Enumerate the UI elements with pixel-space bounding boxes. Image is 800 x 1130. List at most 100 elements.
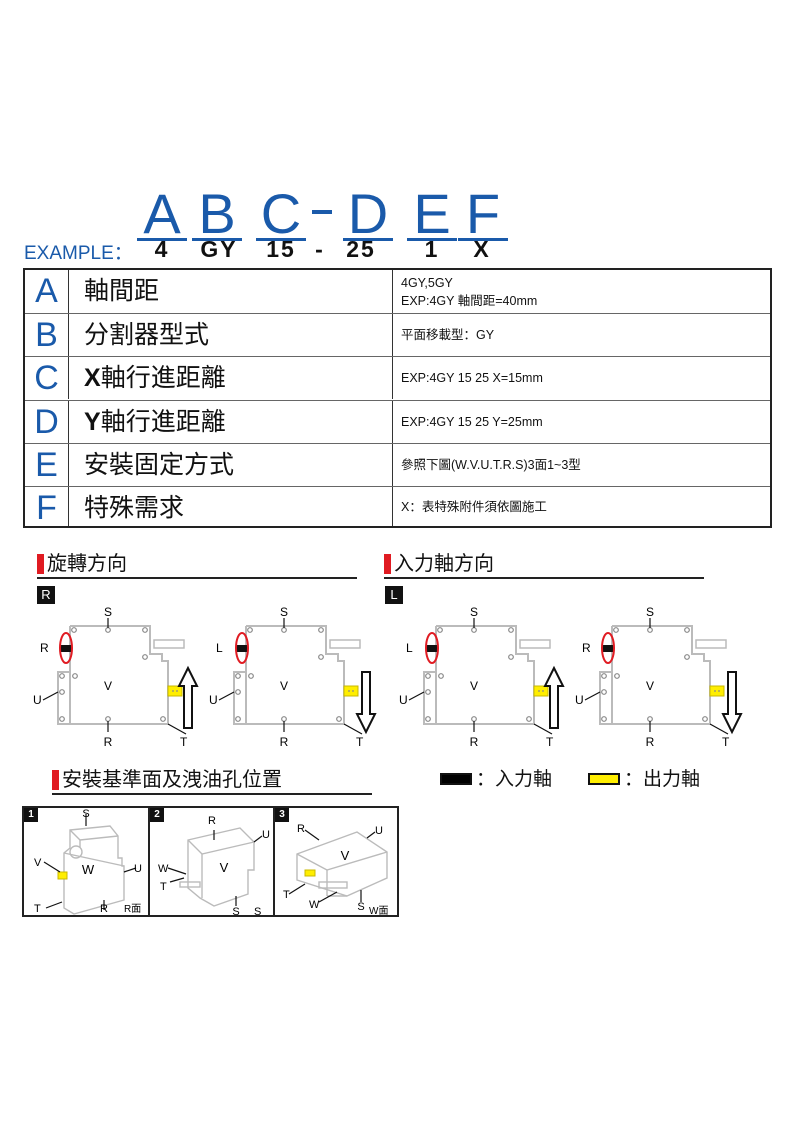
- mount-panel-1: 1 S V W U T R R面: [24, 808, 150, 915]
- mount-frame: 1 S V W U T R R面 2: [22, 806, 399, 918]
- input-shaft-swatch: [440, 773, 472, 785]
- svg-text:R: R: [297, 823, 305, 835]
- panel-number: 3: [275, 808, 289, 822]
- svg-text:S: S: [82, 808, 89, 820]
- row-name-prefix: X: [84, 364, 101, 392]
- svg-text:S: S: [280, 605, 288, 619]
- code-dash: [312, 210, 332, 214]
- example-label: EXAMPLE：: [24, 243, 133, 264]
- face-label-u: U: [33, 693, 42, 707]
- svg-text:T: T: [546, 735, 554, 749]
- row-name: 軸間距: [70, 270, 393, 313]
- svg-text:U: U: [575, 693, 584, 707]
- rotation-section-header: 旋轉方向: [37, 551, 357, 579]
- row-desc: 平面移載型：GY: [393, 314, 770, 356]
- svg-text:U: U: [375, 825, 383, 837]
- row-code: E: [25, 444, 69, 486]
- svg-text:V: V: [280, 679, 288, 693]
- section-title: 安裝基準面及洩油孔位置: [62, 767, 282, 791]
- svg-text:R: R: [646, 735, 655, 749]
- table-row: C X軸行進距離 EXP:4GY 15 25 X=15mm: [25, 356, 770, 399]
- row-code: B: [25, 314, 69, 356]
- svg-text:T: T: [356, 735, 364, 749]
- row-name-text: 軸間距: [84, 276, 160, 305]
- mount-section-header: 安裝基準面及洩油孔位置: [52, 767, 372, 795]
- arrow-up-icon: [178, 667, 198, 729]
- svg-text:R: R: [470, 735, 479, 749]
- face-label-t: T: [180, 735, 188, 749]
- example-value-d: 25: [346, 236, 376, 262]
- svg-text:R: R: [100, 903, 108, 915]
- svg-text:V: V: [470, 679, 478, 693]
- diagram-rotation-l: S V R U T L: [209, 605, 376, 749]
- svg-text:W: W: [158, 863, 169, 875]
- code-letter-b: B: [198, 182, 236, 245]
- svg-text:U: U: [262, 829, 270, 841]
- face-label-s: S: [104, 605, 112, 619]
- row-code: F: [25, 487, 69, 527]
- row-desc: 參照下圖(W.V.U.T.R.S)3面1~3型: [393, 444, 770, 486]
- row-desc: X：表特殊附件須依圖施工: [393, 487, 770, 526]
- rotation-tag: R: [37, 586, 55, 604]
- example-value-e: 1: [424, 236, 440, 262]
- row-name: 分割器型式: [70, 314, 393, 356]
- row-desc-line: X：表特殊附件須依圖施工: [401, 499, 547, 514]
- face-label-v: V: [104, 679, 112, 693]
- example-value-b: GY: [200, 236, 238, 262]
- table-row: B 分割器型式 平面移載型：GY: [25, 313, 770, 356]
- mount-diagram-3: R U V T W S W面: [283, 823, 388, 917]
- legend-label: ：出力軸: [624, 768, 701, 790]
- section-title: 旋轉方向: [47, 551, 127, 575]
- svg-text:V: V: [646, 679, 654, 693]
- svg-text:S: S: [646, 605, 654, 619]
- row-name: X軸行進距離: [70, 357, 393, 399]
- svg-text:U: U: [399, 693, 408, 707]
- red-marker: [384, 554, 391, 574]
- svg-text:V: V: [341, 848, 350, 863]
- code-underline: [256, 238, 306, 241]
- code-underline: [458, 238, 508, 241]
- mount-panel-3: 3 R U V T W S W面: [275, 808, 397, 917]
- code-letter-a: A: [143, 182, 181, 245]
- example-value-a: 4: [154, 236, 170, 262]
- diagram-input-r: S V R U T R: [575, 605, 742, 749]
- face-note: R面: [124, 904, 141, 915]
- legend-input-shaft: ：入力軸: [440, 766, 552, 792]
- row-desc-line: EXP:4GY 15 25 X=15mm: [401, 371, 543, 385]
- example-dash: -: [315, 236, 325, 262]
- row-desc: EXP:4GY 15 25 Y=25mm: [393, 401, 770, 443]
- svg-text:W: W: [309, 899, 320, 911]
- svg-text:S: S: [470, 605, 478, 619]
- row-code: C: [25, 357, 69, 399]
- code-letter-f: F: [465, 182, 501, 245]
- code-letter-e: E: [413, 182, 451, 245]
- face-note: W面: [369, 906, 388, 915]
- svg-text:V: V: [220, 860, 229, 875]
- face-label-r: R: [104, 735, 113, 749]
- code-letter-c: C: [260, 182, 302, 245]
- svg-text:T: T: [160, 881, 167, 893]
- row-desc: EXP:4GY 15 25 X=15mm: [393, 357, 770, 399]
- example-value-f: X: [473, 236, 491, 262]
- input-rotation-label: R: [40, 641, 49, 655]
- code-letter-d: D: [347, 182, 389, 245]
- svg-text:T: T: [34, 903, 41, 915]
- row-name-text: 分割器型式: [84, 320, 210, 349]
- row-desc: 4GY,5GY EXP:4GY 軸間距=40mm: [393, 270, 770, 313]
- spec-table: A 軸間距 4GY,5GY EXP:4GY 軸間距=40mm B 分割器型式 平…: [23, 268, 772, 528]
- input-rotation-label: R: [582, 641, 591, 655]
- input-rotation-label: L: [406, 641, 413, 655]
- mount-panel-2: 2 R U W V T S S: [150, 808, 275, 918]
- row-name: 特殊需求: [70, 487, 393, 526]
- row-desc-line: 參照下圖(W.V.U.T.R.S)3面1~3型: [401, 458, 581, 472]
- svg-text:U: U: [209, 693, 218, 707]
- example-value-c: 15: [266, 236, 296, 262]
- input-rotation-label: L: [216, 641, 223, 655]
- output-shaft-swatch: [588, 773, 620, 785]
- direction-diagrams: S V R U T R S V R U T L S V R U T L S V …: [33, 605, 742, 749]
- svg-text:T: T: [283, 889, 290, 901]
- code-underline: [343, 238, 393, 241]
- mount-diagram-2: R U W V T S S: [158, 815, 270, 918]
- input-tag: L: [385, 586, 403, 604]
- row-name-text: 安裝固定方式: [84, 450, 235, 479]
